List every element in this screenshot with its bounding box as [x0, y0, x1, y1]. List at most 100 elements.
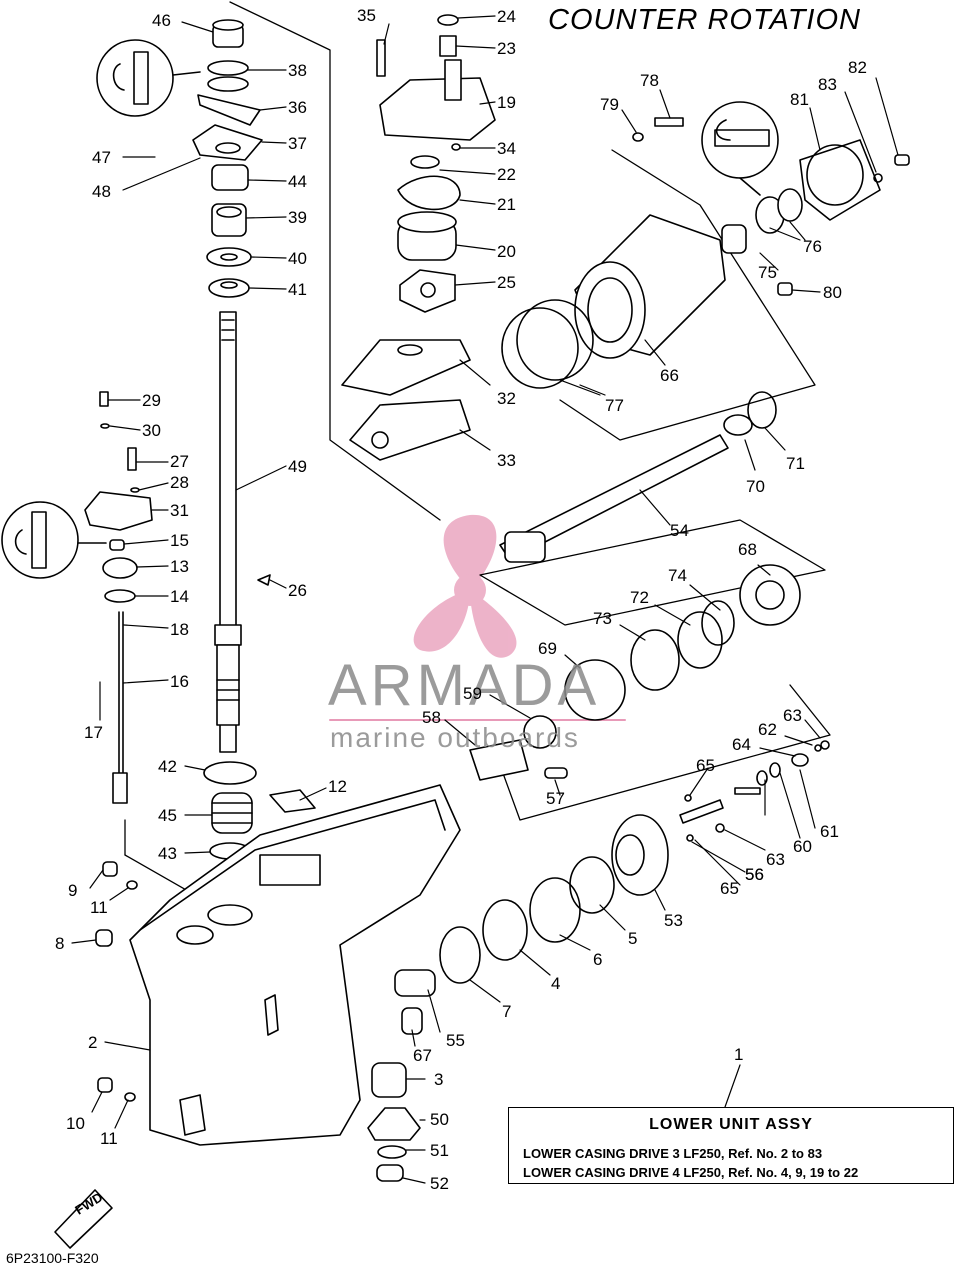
group-bracket-lines	[124, 1, 831, 896]
callout-47: 47	[92, 148, 111, 167]
callout-74: 74	[668, 566, 687, 585]
gear-cluster	[439, 564, 801, 984]
callout-51: 51	[430, 1141, 449, 1160]
callout-31: 31	[170, 501, 189, 520]
watermark-brand: ARMADA	[328, 653, 601, 718]
callout-28: 28	[170, 473, 189, 492]
callout-16: 16	[170, 672, 189, 691]
callout-44: 44	[288, 172, 307, 191]
callout-63-lower: 63	[766, 850, 785, 869]
callout-41: 41	[288, 280, 307, 299]
legend-box: LOWER UNIT ASSY LOWER CASING DRIVE 3 LF2…	[508, 1107, 954, 1184]
watermark-propeller-logo	[413, 514, 517, 658]
casing-hardware	[95, 861, 138, 1102]
callout-11-lower: 11	[100, 1129, 118, 1148]
callout-13: 13	[170, 557, 189, 576]
callout-32: 32	[497, 389, 516, 408]
callout-58: 58	[422, 708, 441, 727]
callout-69: 69	[538, 639, 557, 658]
callout-5: 5	[628, 929, 638, 948]
callout-6: 6	[593, 950, 603, 969]
callout-12: 12	[328, 777, 347, 796]
callout-43: 43	[158, 844, 177, 863]
callout-57: 57	[546, 789, 565, 808]
callout-15: 15	[170, 531, 189, 550]
callout-leader-lines	[71, 15, 899, 1184]
callout-76: 76	[803, 237, 822, 256]
water-pump-group	[341, 14, 496, 461]
lower-casing-body	[129, 784, 461, 1146]
callout-65-lower: 65	[720, 879, 739, 898]
callout-56-upper: 56	[745, 865, 764, 884]
propeller-shaft-54	[499, 391, 777, 563]
callout-45: 45	[158, 806, 177, 825]
fwd-arrow	[54, 1189, 113, 1249]
callout-62: 62	[758, 720, 777, 739]
legend-title: LOWER UNIT ASSY	[649, 1116, 813, 1133]
callout-49: 49	[288, 457, 307, 476]
callout-10: 10	[66, 1114, 85, 1133]
shift-rod-group	[84, 391, 153, 804]
callout-54: 54	[670, 521, 689, 540]
callout-52: 52	[430, 1174, 449, 1193]
pinion-group	[367, 969, 436, 1182]
callout-80: 80	[823, 283, 842, 302]
callout-72: 72	[630, 588, 649, 607]
callout-7: 7	[502, 1002, 512, 1021]
callout-61: 61	[820, 822, 839, 841]
callout-17: 17	[84, 723, 103, 742]
callout-1: 1	[734, 1045, 744, 1064]
callout-60: 60	[793, 837, 812, 856]
callout-64: 64	[732, 735, 751, 754]
callout-8: 8	[55, 934, 65, 953]
callout-77: 77	[605, 396, 624, 415]
callout-56-lower: 56	[745, 865, 764, 884]
callout-23: 23	[497, 39, 516, 58]
callout-34: 34	[497, 139, 516, 158]
callout-83: 83	[818, 75, 837, 94]
callout-2: 2	[88, 1033, 98, 1052]
callout-21: 21	[497, 195, 516, 214]
callout-46: 46	[152, 11, 171, 30]
callout-38: 38	[288, 61, 307, 80]
lower-shaft-parts	[203, 574, 316, 860]
callout-33: 33	[497, 451, 516, 470]
callout-79: 79	[600, 95, 619, 114]
detail-circle-top	[96, 39, 201, 117]
drive-shaft-49	[214, 311, 242, 753]
callout-40: 40	[288, 249, 307, 268]
callout-50: 50	[430, 1110, 449, 1129]
callout-81: 81	[790, 90, 809, 109]
callout-29: 29	[142, 391, 161, 410]
diagram-code: 6P23100-F320	[6, 1250, 99, 1266]
callout-67: 67	[413, 1046, 432, 1065]
legend-line-1: LOWER CASING DRIVE 3 LF250, Ref. No. 2 t…	[523, 1146, 823, 1161]
callout-63-upper: 63	[783, 706, 802, 725]
callout-3: 3	[434, 1070, 444, 1089]
callout-9: 9	[68, 881, 78, 900]
callout-68: 68	[738, 540, 757, 559]
upper-shaft-stack	[192, 19, 263, 298]
clutch-pin-parts	[679, 740, 830, 842]
callout-35: 35	[357, 6, 376, 25]
callout-75: 75	[758, 263, 777, 282]
callout-42: 42	[158, 757, 177, 776]
callout-18: 18	[170, 620, 189, 639]
callout-27: 27	[170, 452, 189, 471]
callout-14: 14	[170, 587, 189, 606]
callout-37: 37	[288, 134, 307, 153]
detail-circle-left	[1, 501, 107, 579]
watermark-tagline: marine outboards	[330, 722, 580, 753]
callout-39: 39	[288, 208, 307, 227]
callout-26: 26	[288, 581, 307, 600]
diagram-heading: COUNTER ROTATION	[548, 4, 861, 36]
callout-19: 19	[497, 93, 516, 112]
callout-25: 25	[497, 273, 516, 292]
callout-53: 53	[664, 911, 683, 930]
callout-73: 73	[593, 609, 612, 628]
callout-30: 30	[142, 421, 161, 440]
callout-4: 4	[551, 974, 561, 993]
callout-24: 24	[497, 7, 516, 26]
